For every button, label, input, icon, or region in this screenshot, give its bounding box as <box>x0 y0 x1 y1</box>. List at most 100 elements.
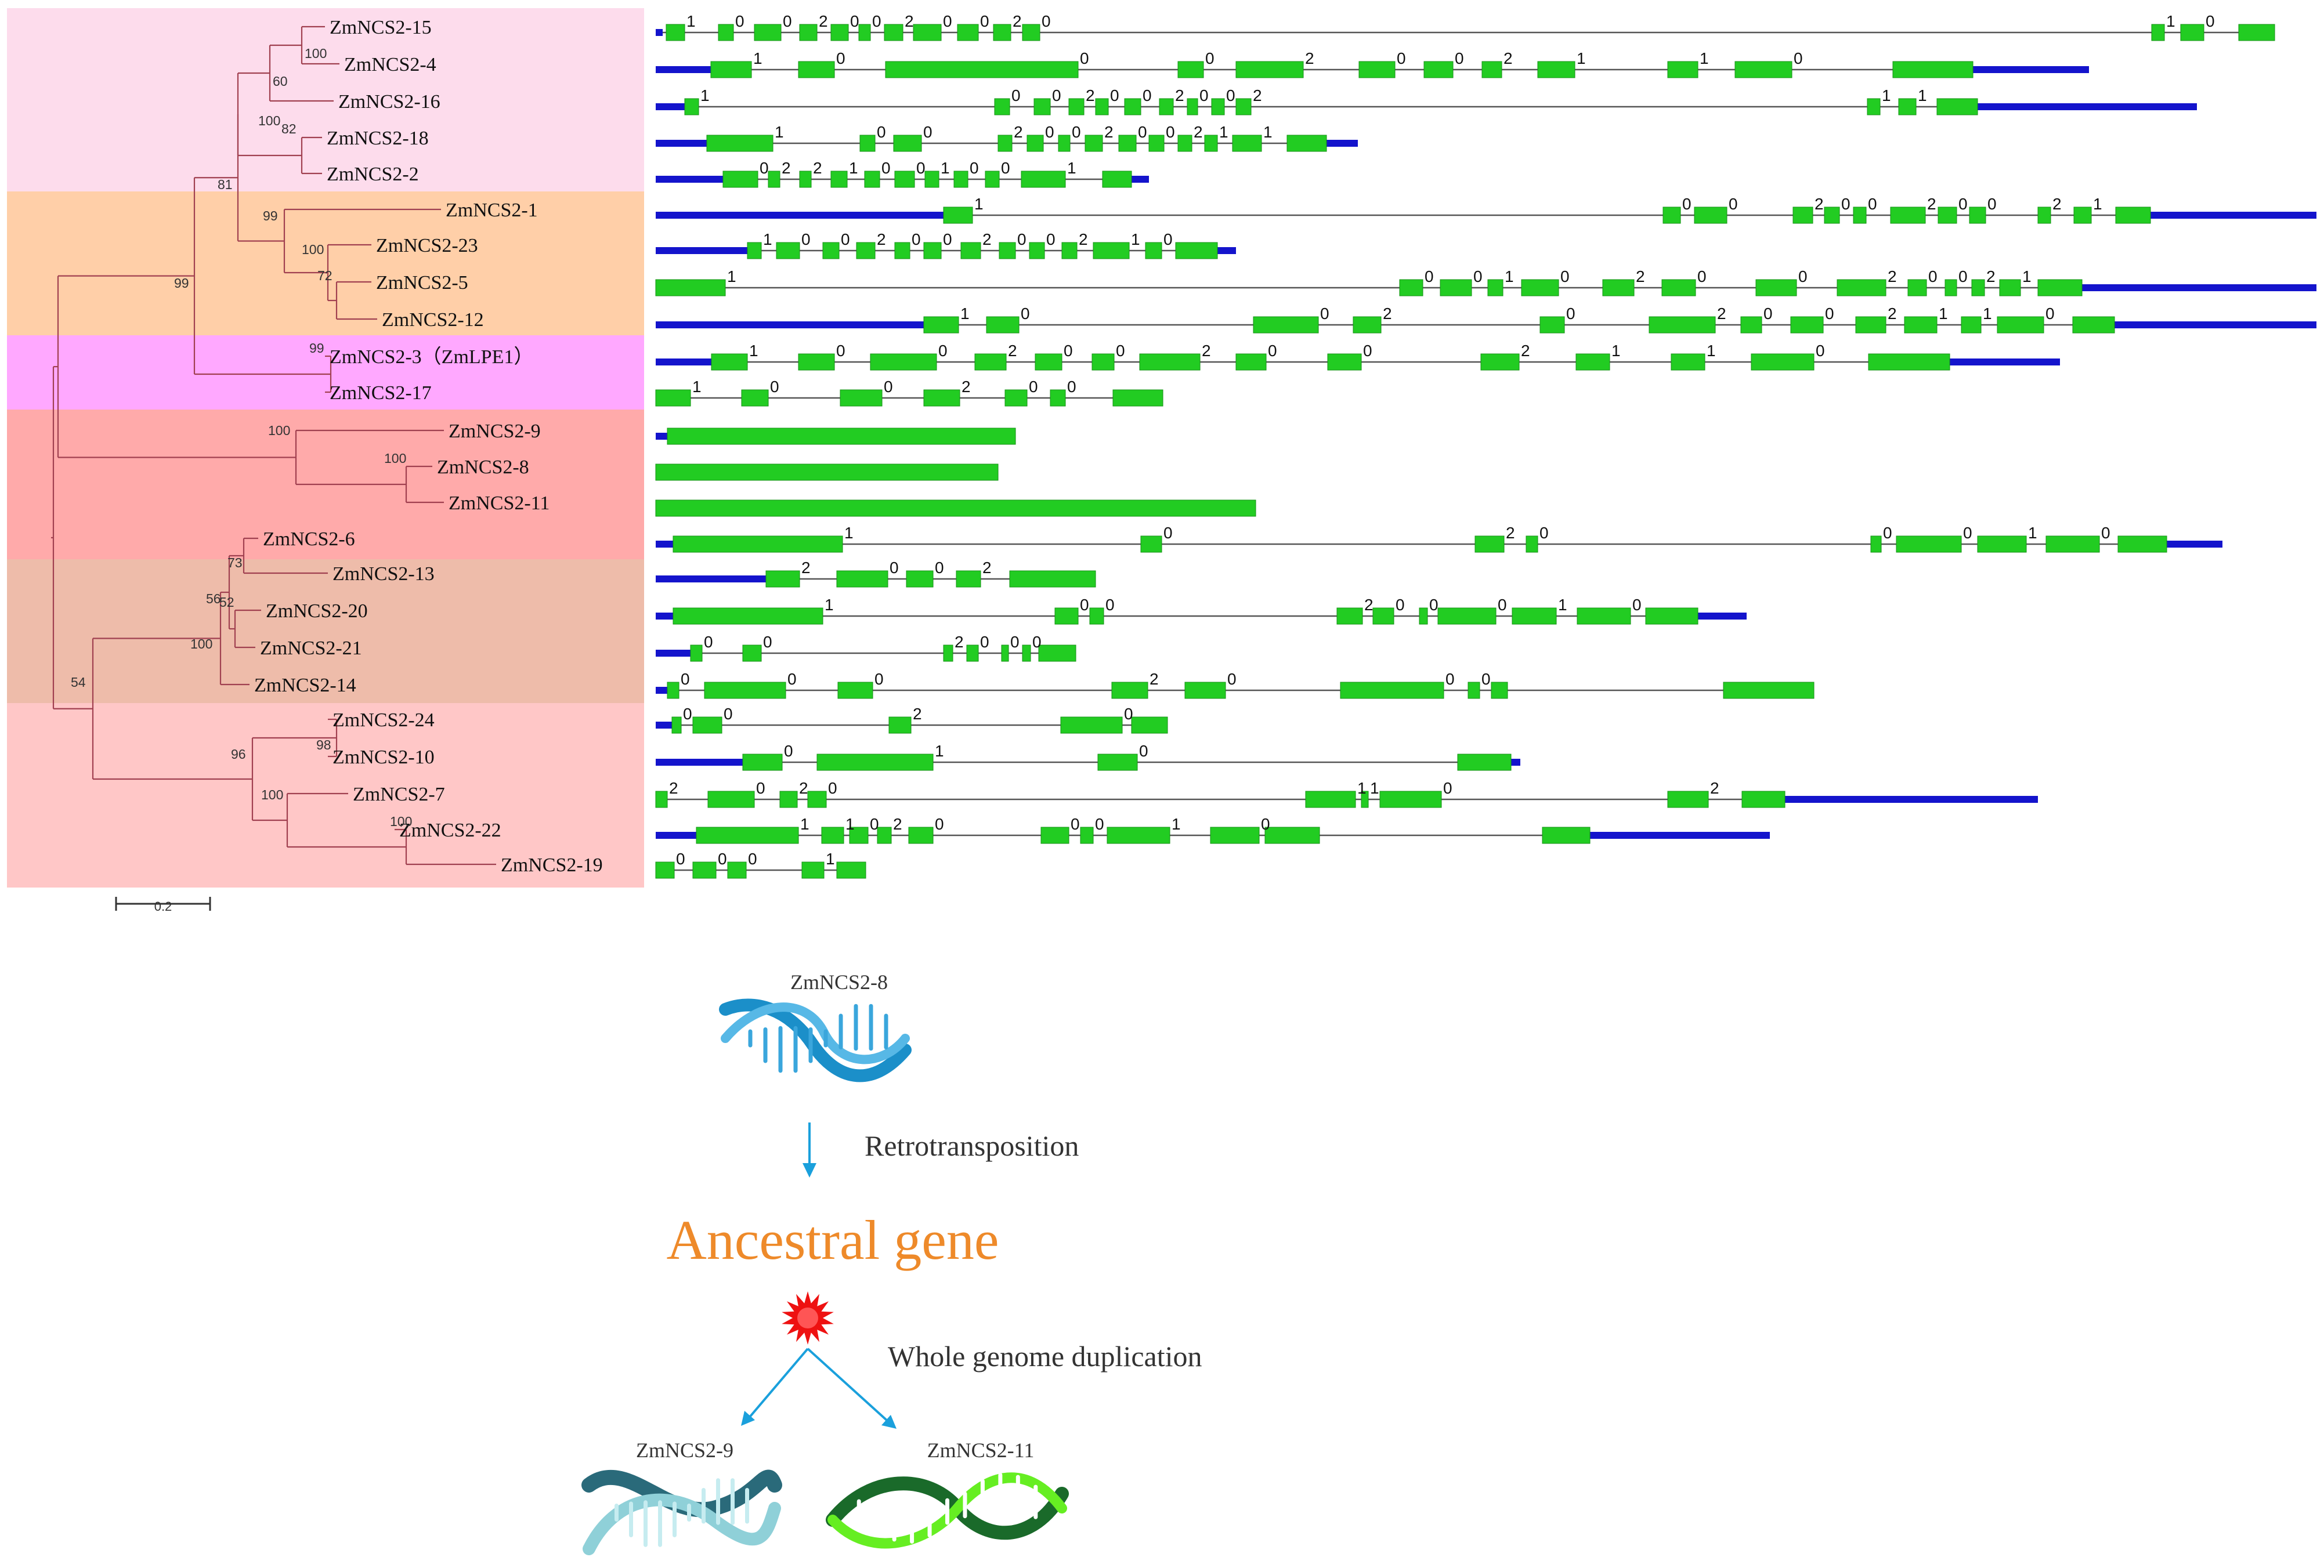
exon-block <box>1868 353 1950 371</box>
utr-3 <box>1698 613 1747 620</box>
exon-block <box>1253 316 1319 334</box>
exon-block <box>994 98 1010 115</box>
exon-block <box>1649 316 1716 334</box>
exon-block <box>1440 279 1472 296</box>
exon-block <box>2115 207 2151 224</box>
exon-block <box>2180 24 2204 41</box>
gene-structure-row <box>656 428 1016 445</box>
exon-block <box>1487 279 1503 296</box>
exon-block <box>1667 61 1698 78</box>
intron-phase: 2 <box>1986 267 1996 285</box>
bootstrap-value: 98 <box>316 737 331 752</box>
utr-3 <box>1217 247 1236 254</box>
intron-phase: 1 <box>1067 159 1076 177</box>
intron-phase: 2 <box>1383 305 1392 323</box>
exon-block <box>1734 61 1792 78</box>
intron-phase: 1 <box>1370 779 1379 797</box>
utr-5 <box>656 759 743 766</box>
exon-block <box>1177 135 1192 152</box>
exon-block <box>1537 61 1575 78</box>
intron-phase: 2 <box>1503 49 1513 67</box>
intron-phase: 0 <box>1163 230 1173 248</box>
exon-block <box>799 171 812 188</box>
intron-phase: 0 <box>1011 86 1021 104</box>
exon-block <box>1112 389 1163 407</box>
intron-phase: 1 <box>1939 305 1948 323</box>
intron-phase: 1 <box>775 123 784 141</box>
exon-block <box>1107 827 1170 844</box>
gene-label: ZmNCS2-6 <box>263 528 355 550</box>
utr-3 <box>1132 176 1149 183</box>
exon-block <box>2045 535 2100 553</box>
exon-block <box>1358 61 1396 78</box>
gene-label: ZmNCS2-16 <box>338 91 440 113</box>
exon-block <box>684 98 699 115</box>
intron-phase: 0 <box>1883 524 1892 542</box>
intron-phase: 0 <box>1320 305 1329 323</box>
exon-block <box>707 791 755 808</box>
exon-block <box>830 171 848 188</box>
dna-top-icon <box>719 998 912 1082</box>
clade-band <box>7 191 644 335</box>
utr-5 <box>656 687 667 694</box>
exon-block <box>1235 61 1304 78</box>
clade-band <box>7 335 644 410</box>
intron-phase: 0 <box>1958 267 1968 285</box>
intron-phase: 1 <box>1983 305 1992 323</box>
intron-phase: 0 <box>916 159 926 177</box>
intron-phase: 0 <box>1429 596 1439 614</box>
exon-block <box>655 279 726 296</box>
exon-block <box>877 827 892 844</box>
exon-block <box>1095 98 1109 115</box>
exon-block <box>1938 207 1957 224</box>
exon-block <box>836 861 866 879</box>
gene-label: ZmNCS2-19 <box>501 854 603 876</box>
gene-label: ZmNCS2-18 <box>327 128 429 149</box>
intron-phase: 0 <box>1166 123 1175 141</box>
exon-block <box>1305 791 1356 808</box>
exon-block <box>858 24 871 41</box>
intron-phase: 0 <box>1396 596 1405 614</box>
exon-block <box>1671 353 1705 371</box>
gene-label: ZmNCS2-9 <box>449 421 541 442</box>
exon-block <box>1379 791 1442 808</box>
exon-block <box>801 861 825 879</box>
exon-block <box>1419 607 1428 625</box>
exon-block <box>1694 207 1727 224</box>
exon-block <box>985 171 1000 188</box>
bootstrap-value: 100 <box>384 451 406 466</box>
intron-phase: 0 <box>980 633 989 651</box>
intron-phase: 0 <box>1632 596 1642 614</box>
exon-block <box>666 24 685 41</box>
exon-block <box>1372 607 1394 625</box>
intron-phase: 0 <box>718 850 727 868</box>
gene-label: ZmNCS2-3（ZmLPE1） <box>330 346 533 368</box>
intron-phase: 2 <box>813 159 822 177</box>
intron-phase: 0 <box>1080 49 1089 67</box>
exon-block <box>849 827 869 844</box>
exon-block <box>1751 353 1815 371</box>
intron-phase: 1 <box>849 159 858 177</box>
exon-block <box>840 389 883 407</box>
utr-3 <box>1978 103 2197 110</box>
exon-block <box>799 24 818 41</box>
intron-phase: 2 <box>955 633 964 651</box>
exon-block <box>1602 279 1635 296</box>
intron-phase: 2 <box>905 12 914 30</box>
exon-block <box>923 316 959 334</box>
exon-block <box>1999 279 2021 296</box>
exon-block <box>1867 98 1881 115</box>
exon-block <box>1210 827 1260 844</box>
exon-block <box>1741 791 1786 808</box>
bootstrap-value: 56 <box>206 591 221 606</box>
exon-block <box>2037 207 2051 224</box>
clade-band <box>7 8 644 191</box>
intron-phase: 0 <box>1199 86 1209 104</box>
intron-phase: 0 <box>1017 230 1027 248</box>
exon-block <box>974 353 1007 371</box>
utr-5 <box>656 103 685 110</box>
